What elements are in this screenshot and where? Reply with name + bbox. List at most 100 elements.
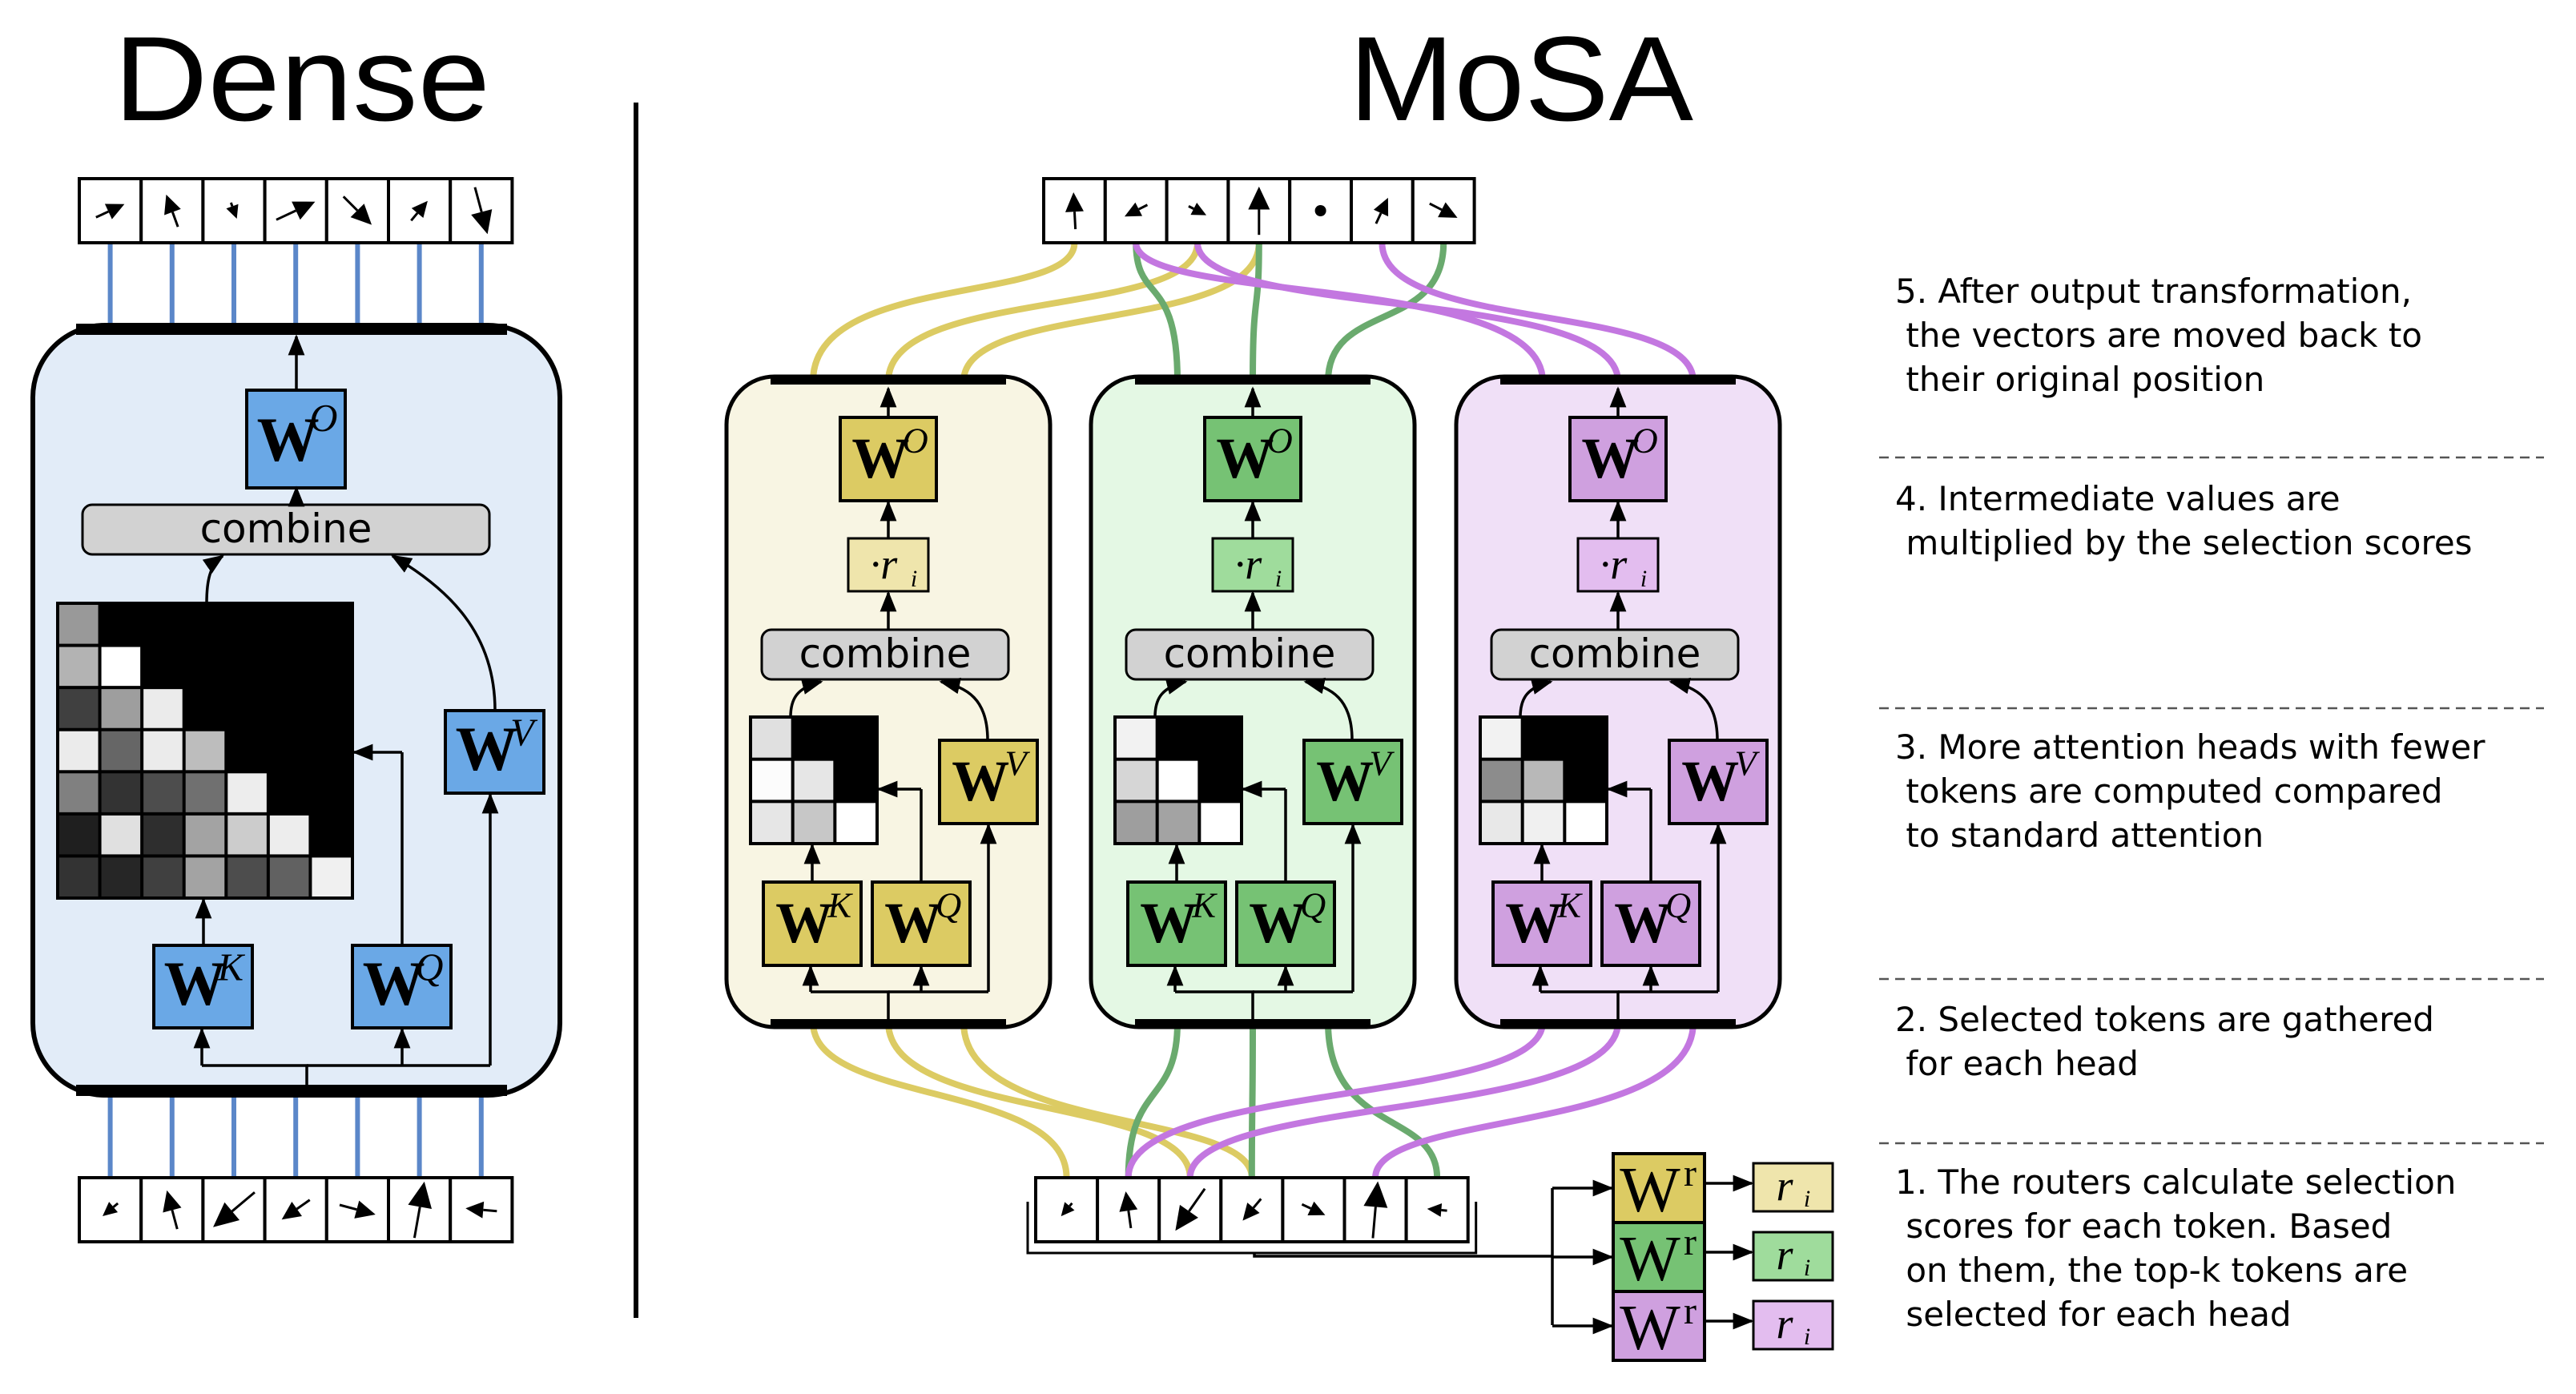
green-w-o-W: W	[1216, 426, 1274, 490]
token-vector-head	[354, 1200, 376, 1219]
attention-cell	[227, 857, 267, 896]
token-vector-shaft	[229, 202, 234, 207]
attention-cell	[269, 857, 309, 896]
dense-w-q-superscript: Q	[415, 946, 443, 989]
yellow-score-r: r	[1776, 1162, 1793, 1210]
green-w-q-W: W	[1249, 891, 1306, 955]
dense-w-v-W: W	[456, 714, 518, 784]
combine-label: combine	[799, 631, 972, 677]
attention-cell	[1201, 803, 1240, 842]
green-input-route	[1248, 1021, 1256, 1178]
combine-box	[81, 503, 491, 556]
attention-cell	[185, 815, 225, 855]
yellow-router-box	[1612, 1152, 1706, 1224]
note-step-2: 2. Selected tokens are gathered for each…	[1895, 1000, 2434, 1083]
purple-score-r: r	[1776, 1299, 1793, 1348]
explanation-notes: 5. After output transformation, the vect…	[1879, 272, 2544, 1334]
dense-arrow-grid-combine	[202, 554, 225, 604]
combine-box	[1125, 628, 1375, 681]
purple-w-q-superscript: Q	[1665, 885, 1691, 925]
yellow-w-q: WQ	[871, 880, 972, 967]
purple-w-v-superscript: V	[1735, 743, 1761, 784]
token-vector-head	[471, 209, 493, 235]
green-arrow-wv-combine	[1303, 677, 1354, 741]
yellow-arrow-grid-combine	[789, 678, 823, 718]
attention-cell	[752, 719, 791, 758]
attention-cell	[101, 773, 141, 812]
dense-w-o-superscript: O	[309, 397, 337, 440]
attention-cell	[836, 803, 875, 842]
yellow-w-k-W: W	[775, 891, 833, 955]
attention-cell	[312, 857, 351, 896]
scale-subscript: i	[1640, 566, 1647, 592]
token-vector-head	[226, 203, 239, 220]
note-line: 5. After output transformation,	[1895, 272, 2412, 311]
token-vector-head	[1065, 191, 1084, 212]
token-vector-shaft	[171, 212, 179, 228]
attention-cell	[1117, 803, 1156, 842]
purple-router-box	[1612, 1290, 1706, 1362]
dense-bottom-bar	[76, 1085, 507, 1096]
green-w-q: WQ	[1235, 880, 1336, 967]
attention-cell	[269, 815, 309, 855]
token-vector-head	[104, 203, 125, 220]
green-w-q-superscript: Q	[1300, 885, 1326, 925]
purple-score-box	[1752, 1299, 1834, 1351]
yellow-output-route	[960, 242, 1262, 382]
router-input-line	[1253, 1252, 1552, 1258]
token-vector-head	[163, 1190, 182, 1213]
yellow-input-route	[960, 1021, 1255, 1178]
purple-output-route	[1194, 242, 1621, 382]
token-vector-shaft	[1138, 203, 1149, 211]
token-vector-head	[1373, 197, 1389, 217]
purple-w-o-box	[1568, 416, 1668, 502]
purple-head-top-bar	[1500, 375, 1736, 385]
attention-cell	[1158, 760, 1198, 800]
token-vector-head	[281, 1201, 302, 1220]
attention-cell	[101, 689, 141, 728]
attention-cell	[143, 731, 183, 771]
attention-cell	[59, 731, 99, 771]
yellow-w-k: WK	[762, 880, 863, 967]
combine-box	[1490, 628, 1740, 681]
note-line: their original position	[1895, 360, 2264, 399]
purple-input-route	[1372, 1021, 1697, 1178]
note-line: tokens are computed compared	[1895, 772, 2443, 811]
yellow-input-route	[810, 1021, 1070, 1178]
green-w-v-box	[1302, 739, 1403, 825]
note-line: scores for each token. Based	[1895, 1207, 2392, 1246]
attention-cell	[185, 773, 225, 812]
green-combine: combine	[1125, 628, 1375, 681]
scale-label: ·r	[870, 540, 899, 588]
yellow-w-v-superscript: V	[1005, 743, 1031, 784]
scale-box-rect	[1576, 537, 1660, 593]
attention-cell	[101, 647, 141, 687]
green-input-route	[1125, 1021, 1181, 1178]
yellow-head-bottom-bar	[771, 1019, 1006, 1029]
attention-cell	[143, 689, 183, 728]
dense-w-o: WO	[245, 389, 347, 490]
green-w-k-superscript: K	[1191, 885, 1218, 925]
yellow-w-o-superscript: O	[902, 421, 928, 461]
token-vector-shaft	[1301, 1203, 1312, 1210]
token-vector-shaft	[473, 187, 483, 212]
token-vector-head	[1119, 1191, 1138, 1212]
green-w-k-box	[1126, 880, 1227, 967]
dense-attention-grid	[56, 602, 354, 900]
note-line: to standard attention	[1895, 816, 2264, 855]
dense-title: Dense	[114, 11, 490, 146]
dense-w-k-box	[152, 944, 254, 1029]
yellow-input-route	[885, 1021, 1193, 1178]
dense-w-k-W: W	[164, 949, 227, 1018]
note-step-1: 1. The routers calculate selection score…	[1895, 1162, 2456, 1334]
dense-w-o-W: W	[257, 405, 320, 474]
green-attention-grid	[1113, 715, 1243, 845]
attention-cell	[1523, 760, 1564, 800]
green-router-W: W	[1620, 1224, 1680, 1295]
attention-cell	[1482, 719, 1521, 758]
yellow-w-o-W: W	[851, 426, 909, 490]
